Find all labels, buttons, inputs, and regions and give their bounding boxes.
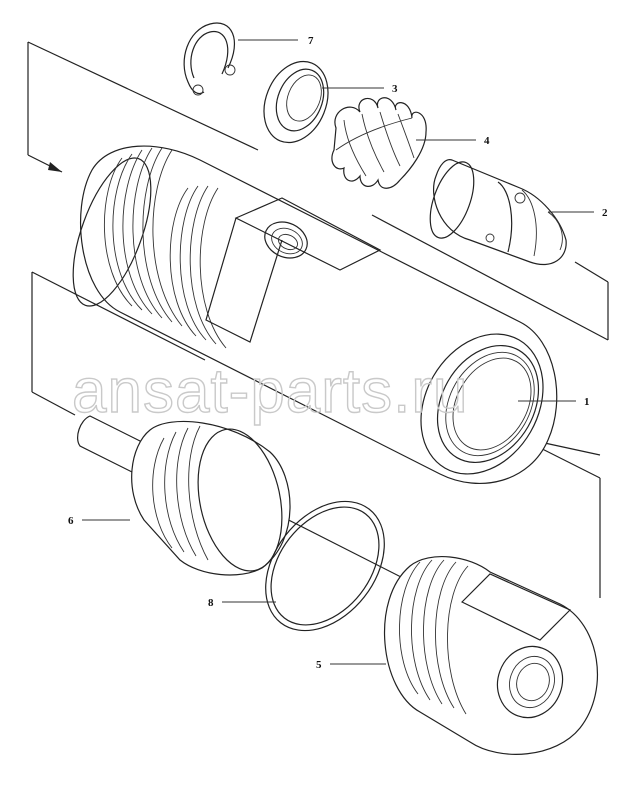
callout-3: 3 <box>392 83 398 95</box>
part-8-o-ring <box>265 500 385 632</box>
part-7-retaining-ring <box>183 22 236 96</box>
part-5-end-plug <box>383 555 599 755</box>
part-4-spring <box>331 97 427 189</box>
callout-5: 5 <box>316 659 322 671</box>
callout-2: 2 <box>602 207 608 219</box>
part-6-plunger <box>77 415 291 576</box>
callout-7: 7 <box>308 35 314 47</box>
upper-frame <box>27 41 609 341</box>
watermark-text: ansat-parts.ru <box>72 357 469 426</box>
part-1-valve-body <box>72 145 558 485</box>
leader-lines <box>82 39 594 665</box>
callout-labels: 7 3 4 2 1 6 8 5 <box>68 35 608 671</box>
arrow-upper <box>48 162 62 172</box>
callout-6: 6 <box>68 515 74 527</box>
callout-4: 4 <box>484 135 490 147</box>
part-2-poppet <box>429 159 567 266</box>
part-3-seal-washer <box>263 60 329 144</box>
callout-8: 8 <box>208 597 214 609</box>
callout-1: 1 <box>584 396 590 408</box>
